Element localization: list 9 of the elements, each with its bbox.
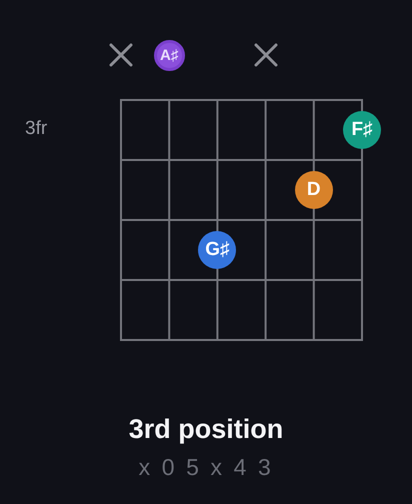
finger-dot: G♯ (198, 231, 236, 269)
mute-cross-icon (254, 43, 278, 67)
open-string-marker: A♯ (154, 40, 185, 70)
finger-dot: F♯ (343, 111, 381, 149)
chord-title: 3rd position (128, 413, 284, 446)
mute-cross-icon (109, 43, 133, 67)
fret-number-label: 3fr (25, 118, 48, 141)
finger-dot: D (294, 171, 333, 209)
string-fingering-notation: x 0 5 x 4 3 (138, 454, 274, 482)
